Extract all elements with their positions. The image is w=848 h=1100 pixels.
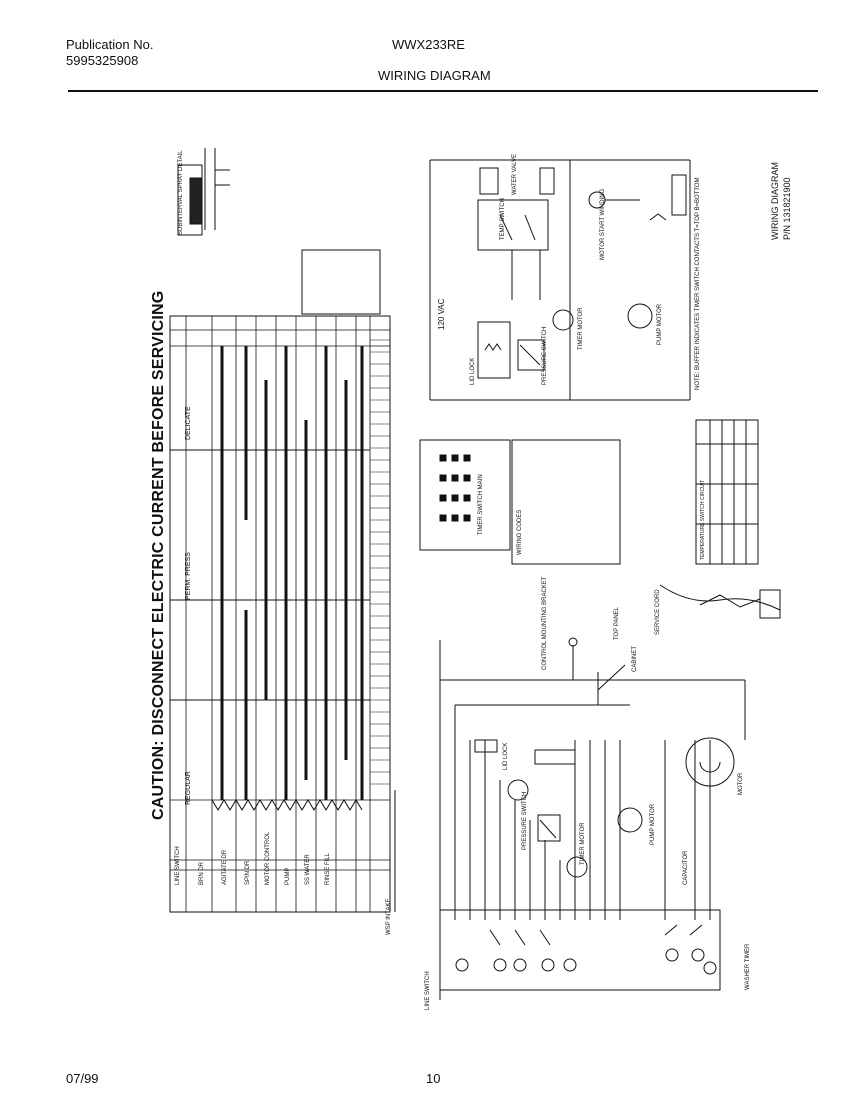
temp-switch-title: TEMPERATURE SWITCH CIRCUIT: [700, 479, 706, 560]
cabinet-label: CABINET: [632, 645, 638, 672]
temp-switch-label: TEMP SWITCH: [500, 198, 506, 240]
pressure-switch-label: PRESSURE SWITCH: [542, 326, 548, 385]
footer-date: 07/99: [66, 1071, 99, 1086]
row-circuit-5: PUMP: [285, 867, 291, 885]
pump-motor-ladder-label: PUMP MOTOR: [650, 803, 656, 845]
page-number: 10: [426, 1071, 441, 1086]
capacitor-label: CAPACITOR: [683, 850, 689, 885]
chart-section-delicate: DELICATE: [185, 406, 192, 440]
row-circuit-3: SPIN DR: [245, 860, 251, 885]
wiring-codes-title: WIRING CODES: [517, 509, 523, 555]
wiring-diagram-title: WIRING DIAGRAM: [770, 162, 780, 240]
motor-start-winding-label: MOTOR START WINDING: [600, 188, 606, 260]
header-rule: [68, 90, 818, 92]
spray-detail-title: SUBINTERVAL SPRAY DETAIL: [178, 150, 184, 235]
schematic-note: NOTE: BUFFER INDICATES TIMER SWITCH CONT…: [695, 177, 701, 390]
pump-motor-label: PUMP MOTOR: [657, 303, 663, 345]
row-circuit-4: MOTOR CONTROL: [265, 831, 271, 885]
timer-switch-label: TIMER SWITCH MAIN: [478, 474, 484, 535]
row-circuit-2: AGITATE DR: [222, 849, 228, 885]
washer-timer-label: WASHER TIMER: [745, 943, 751, 990]
pressure-switch-ladder-label: PRESSURE SWITCH: [522, 791, 528, 850]
part-number: P/N 131821900: [782, 177, 792, 240]
top-panel-label: TOP PANEL: [614, 606, 620, 640]
row-circuit-7: RINSE FILL: [325, 852, 331, 885]
service-cord-label: SERVICE CORD: [655, 589, 661, 635]
model-number: WWX233RE: [392, 37, 465, 52]
chart-section-perm-press: PERM. PRESS: [185, 552, 192, 600]
chart-footer-label: WSP INTAKE: [386, 898, 392, 935]
control-bracket-label: CONTROL MOUNTING BRACKET: [542, 576, 548, 670]
row-circuit-0: LINE SWITCH: [175, 846, 181, 885]
timer-motor-ladder-label: TIMER MOTOR: [580, 822, 586, 865]
timer-motor-label: TIMER MOTOR: [578, 307, 584, 350]
supply-voltage: 120 VAC: [437, 298, 446, 330]
lid-lock-label: LID LOCK: [470, 357, 476, 385]
row-circuit-6: SS WATER: [305, 854, 311, 885]
publication-label: Publication No.: [66, 37, 154, 52]
water-valve-label: WATER VALVE: [512, 153, 518, 195]
publication-number: 5995325908: [66, 53, 139, 68]
chart-section-regular: REGULAR: [185, 771, 192, 805]
lid-lock-ladder-label: LID LOCK: [503, 742, 509, 770]
motor-label: MOTOR: [738, 772, 744, 795]
row-circuit-1: BRN DR: [199, 861, 205, 885]
timer-chart-frame: [169, 315, 391, 913]
page-title: WIRING DIAGRAM: [378, 68, 491, 83]
line-switch-ladder-label: LINE SWITCH: [425, 971, 431, 1010]
